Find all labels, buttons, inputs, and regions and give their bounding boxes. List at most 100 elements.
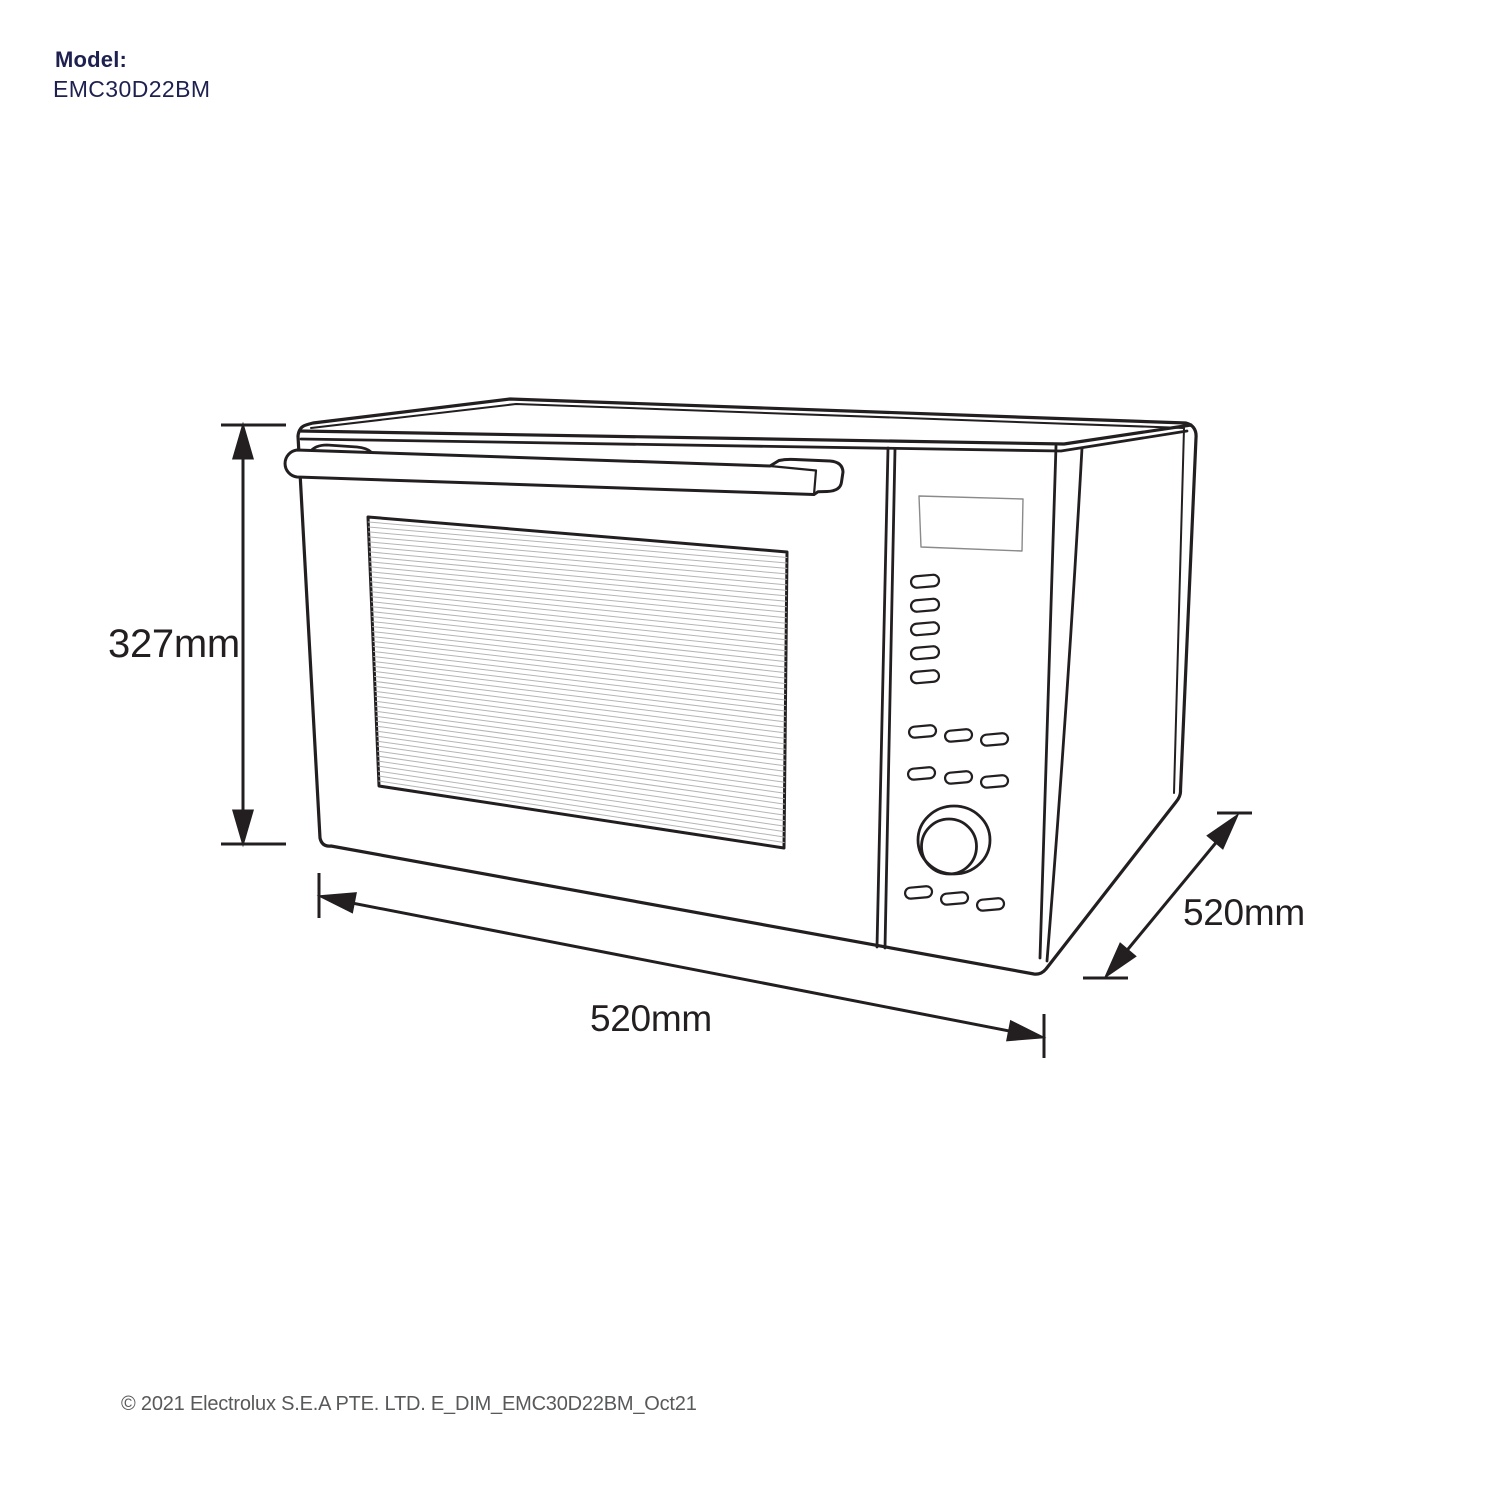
panel-button bbox=[979, 774, 1010, 789]
copyright-text: © 2021 Electrolux S.E.A PTE. LTD. E_DIM_… bbox=[121, 1393, 697, 1415]
hatch-line bbox=[374, 690, 786, 745]
hatch-line bbox=[370, 596, 787, 641]
hatch-line bbox=[377, 750, 785, 811]
hatch-line bbox=[368, 546, 788, 586]
door-seam-left bbox=[875, 446, 890, 949]
hatch-line bbox=[368, 551, 788, 591]
panel-button bbox=[975, 897, 1006, 912]
top-chamfer-line bbox=[310, 403, 1185, 794]
dim-line bbox=[1122, 838, 1221, 955]
door-window-hatch bbox=[367, 521, 788, 843]
hatch-line bbox=[377, 765, 785, 827]
hatch-line bbox=[377, 755, 785, 816]
hatch-line bbox=[369, 566, 787, 608]
hatch-line bbox=[375, 720, 786, 778]
hatch-line bbox=[376, 725, 786, 783]
model-label: Model: bbox=[55, 47, 128, 72]
hatch-line bbox=[373, 661, 786, 712]
hatch-line bbox=[375, 705, 786, 761]
hatch-line bbox=[371, 621, 787, 668]
hatch-line bbox=[373, 656, 786, 706]
height-dimension-label: 327mm bbox=[108, 622, 240, 666]
dim-arrowhead-left bbox=[316, 892, 357, 914]
panel-button bbox=[909, 645, 941, 661]
hatch-line bbox=[373, 670, 786, 723]
dim-arrowhead-right bbox=[1006, 1019, 1047, 1042]
depth-dimension bbox=[1083, 811, 1252, 980]
hatch-line bbox=[375, 710, 786, 767]
handle-mount bbox=[308, 443, 373, 454]
panel-button bbox=[979, 732, 1010, 747]
handle-end-bevel-top bbox=[768, 464, 818, 472]
hatch-line bbox=[369, 561, 787, 602]
dim-arrowhead-down bbox=[232, 809, 254, 848]
hatch-line bbox=[372, 641, 787, 690]
panel-buttons-stack bbox=[909, 573, 941, 685]
control-knob bbox=[916, 804, 992, 876]
dim-arrowhead-up bbox=[232, 421, 254, 460]
hatch-line bbox=[378, 780, 785, 843]
hatch-line bbox=[371, 601, 787, 646]
panel-button bbox=[907, 724, 938, 739]
panel-button bbox=[909, 597, 941, 613]
door-window bbox=[366, 515, 789, 850]
panel-button bbox=[943, 770, 974, 785]
panel-button bbox=[909, 573, 941, 589]
hatch-line bbox=[374, 685, 786, 739]
hatch-line bbox=[374, 675, 786, 728]
hatch-line bbox=[374, 680, 786, 734]
panel-button bbox=[903, 885, 934, 900]
hatch-line bbox=[373, 665, 786, 717]
hatch-line bbox=[368, 531, 788, 569]
hatch-line bbox=[378, 775, 785, 838]
hatch-line bbox=[369, 571, 787, 613]
width-dimension-label: 520mm bbox=[590, 998, 712, 1039]
panel-button bbox=[909, 669, 941, 685]
hatch-line bbox=[375, 715, 786, 772]
front-right-corner-outer bbox=[1045, 446, 1084, 963]
hatch-line bbox=[376, 735, 786, 794]
hatch-line bbox=[372, 631, 787, 679]
width-dimension bbox=[316, 873, 1047, 1058]
model-number: EMC30D22BM bbox=[53, 76, 211, 102]
hatch-line bbox=[371, 611, 787, 657]
hatch-line bbox=[371, 616, 787, 663]
handle-end-bevel-side bbox=[812, 469, 818, 496]
hatch-line bbox=[370, 591, 787, 635]
hatch-line bbox=[376, 740, 785, 800]
depth-dimension-label: 520mm bbox=[1183, 892, 1305, 933]
dim-line bbox=[333, 898, 1031, 1037]
hatch-line bbox=[367, 521, 788, 558]
control-panel bbox=[903, 495, 1024, 912]
hatch-line bbox=[377, 770, 785, 833]
hatch-line bbox=[368, 536, 788, 575]
knob-face bbox=[920, 817, 978, 876]
panel-button bbox=[906, 766, 937, 781]
hatch-line bbox=[368, 541, 788, 580]
hatch-line bbox=[372, 646, 787, 695]
hatch-line bbox=[375, 700, 786, 756]
hatch-line bbox=[372, 626, 787, 674]
dim-arrowhead-up-right bbox=[1206, 812, 1240, 850]
hatch-line bbox=[370, 581, 787, 624]
top-front-edge-inner bbox=[299, 429, 1189, 453]
panel-button bbox=[939, 891, 970, 906]
panel-buttons-grid bbox=[906, 724, 1010, 789]
hatch-line bbox=[367, 526, 788, 564]
hatch-line bbox=[370, 586, 787, 630]
hatch-line bbox=[373, 651, 786, 701]
handle-bar bbox=[283, 448, 845, 496]
hatch-line bbox=[369, 556, 788, 597]
panel-button bbox=[909, 621, 941, 637]
dim-arrowhead-down-left bbox=[1103, 942, 1137, 980]
hatch-line bbox=[372, 636, 787, 685]
hatch-line bbox=[377, 760, 785, 822]
microwave-outline bbox=[283, 397, 1198, 976]
hatch-line bbox=[369, 576, 787, 619]
panel-buttons-bottom-row bbox=[903, 885, 1006, 912]
door-seam-right bbox=[883, 447, 897, 950]
hatch-line bbox=[374, 695, 786, 750]
height-dimension bbox=[221, 421, 286, 848]
panel-button bbox=[943, 728, 974, 743]
